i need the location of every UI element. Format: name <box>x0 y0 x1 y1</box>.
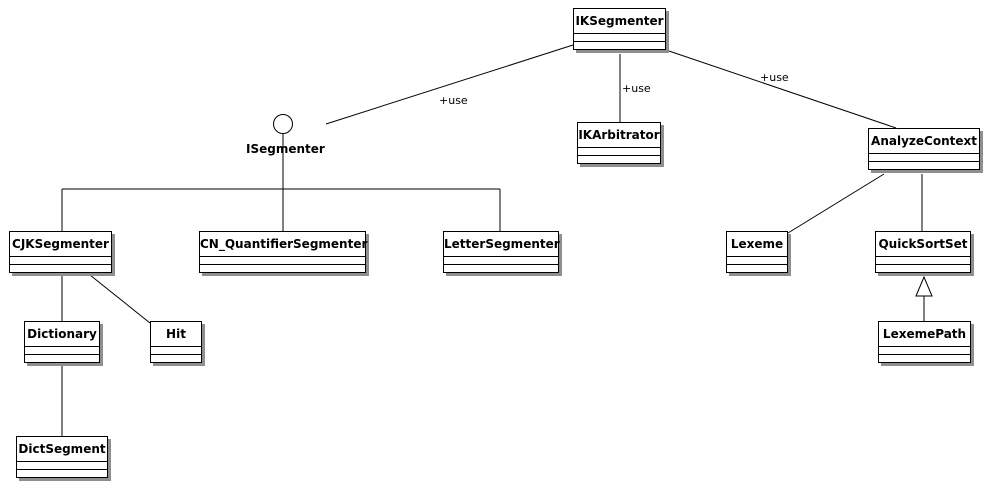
class-dict-segment[interactable]: DictSegment <box>16 436 108 478</box>
class-cjk-segmenter[interactable]: CJKSegmenter <box>9 231 112 273</box>
class-name: Hit <box>151 322 201 347</box>
class-ik-segmenter[interactable]: IKSegmenter <box>573 8 666 50</box>
class-name: LetterSegmenter <box>444 232 560 257</box>
assoc-ik-isegmenter <box>325 44 574 125</box>
class-name: CJKSegmenter <box>10 232 111 257</box>
class-cn-quantifier-segmenter[interactable]: CN_QuantifierSegmenter <box>199 231 367 273</box>
class-name: DictSegment <box>17 437 107 462</box>
use-label-arbitrator: +use <box>622 82 651 95</box>
class-quick-sort-set[interactable]: QuickSortSet <box>875 231 971 273</box>
class-dictionary[interactable]: Dictionary <box>24 321 100 363</box>
isegmenter-interface-label: ISegmenter <box>246 142 325 156</box>
class-name: IKSegmenter <box>574 9 665 34</box>
class-name: QuickSortSet <box>876 232 970 257</box>
class-ik-arbitrator[interactable]: IKArbitrator <box>577 122 661 164</box>
class-name: IKArbitrator <box>578 123 660 148</box>
class-name: CN_QuantifierSegmenter <box>200 232 367 257</box>
interface-lollipop-icon <box>273 114 293 134</box>
use-label-context: +use <box>760 71 789 84</box>
class-name: AnalyzeContext <box>869 129 979 154</box>
class-name: Lexeme <box>727 232 787 257</box>
assoc-cjk-hit <box>89 274 151 324</box>
class-name: Dictionary <box>25 322 99 347</box>
class-lexeme[interactable]: Lexeme <box>726 231 788 273</box>
assoc-context-lexeme <box>787 173 885 234</box>
assoc-ik-context <box>665 49 897 129</box>
class-analyze-context[interactable]: AnalyzeContext <box>868 128 980 170</box>
class-name: LexemePath <box>879 322 970 347</box>
generalization-arrowhead-icon <box>915 275 933 297</box>
class-lexeme-path[interactable]: LexemePath <box>878 321 971 363</box>
class-letter-segmenter[interactable]: LetterSegmenter <box>443 231 560 273</box>
use-label-isegmenter: +use <box>439 94 468 107</box>
class-hit[interactable]: Hit <box>150 321 202 363</box>
